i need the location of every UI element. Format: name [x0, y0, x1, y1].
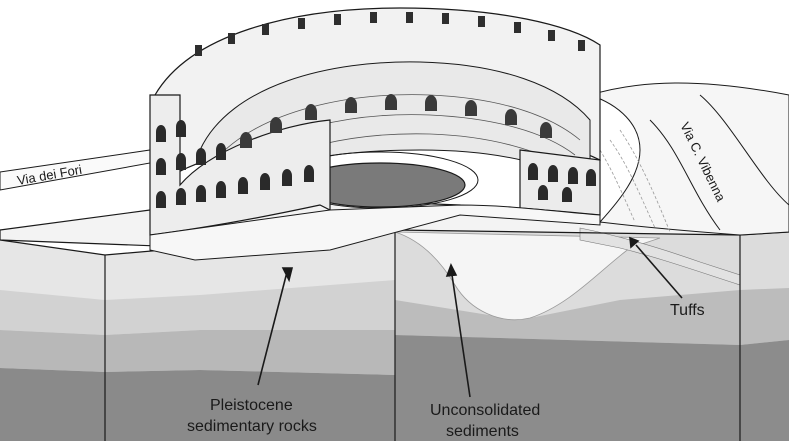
unconsolidated-label-line1: Unconsolidated — [430, 402, 540, 419]
pleistocene-label-line2: sedimentary rocks — [187, 418, 317, 435]
tuffs-label: Tuffs — [670, 302, 705, 319]
unconsolidated-label-line2: sediments — [446, 423, 519, 440]
pleistocene-band-left-mid — [0, 330, 395, 375]
right-hill-terrain — [590, 83, 789, 235]
pleistocene-label-line1: Pleistocene — [210, 397, 293, 414]
